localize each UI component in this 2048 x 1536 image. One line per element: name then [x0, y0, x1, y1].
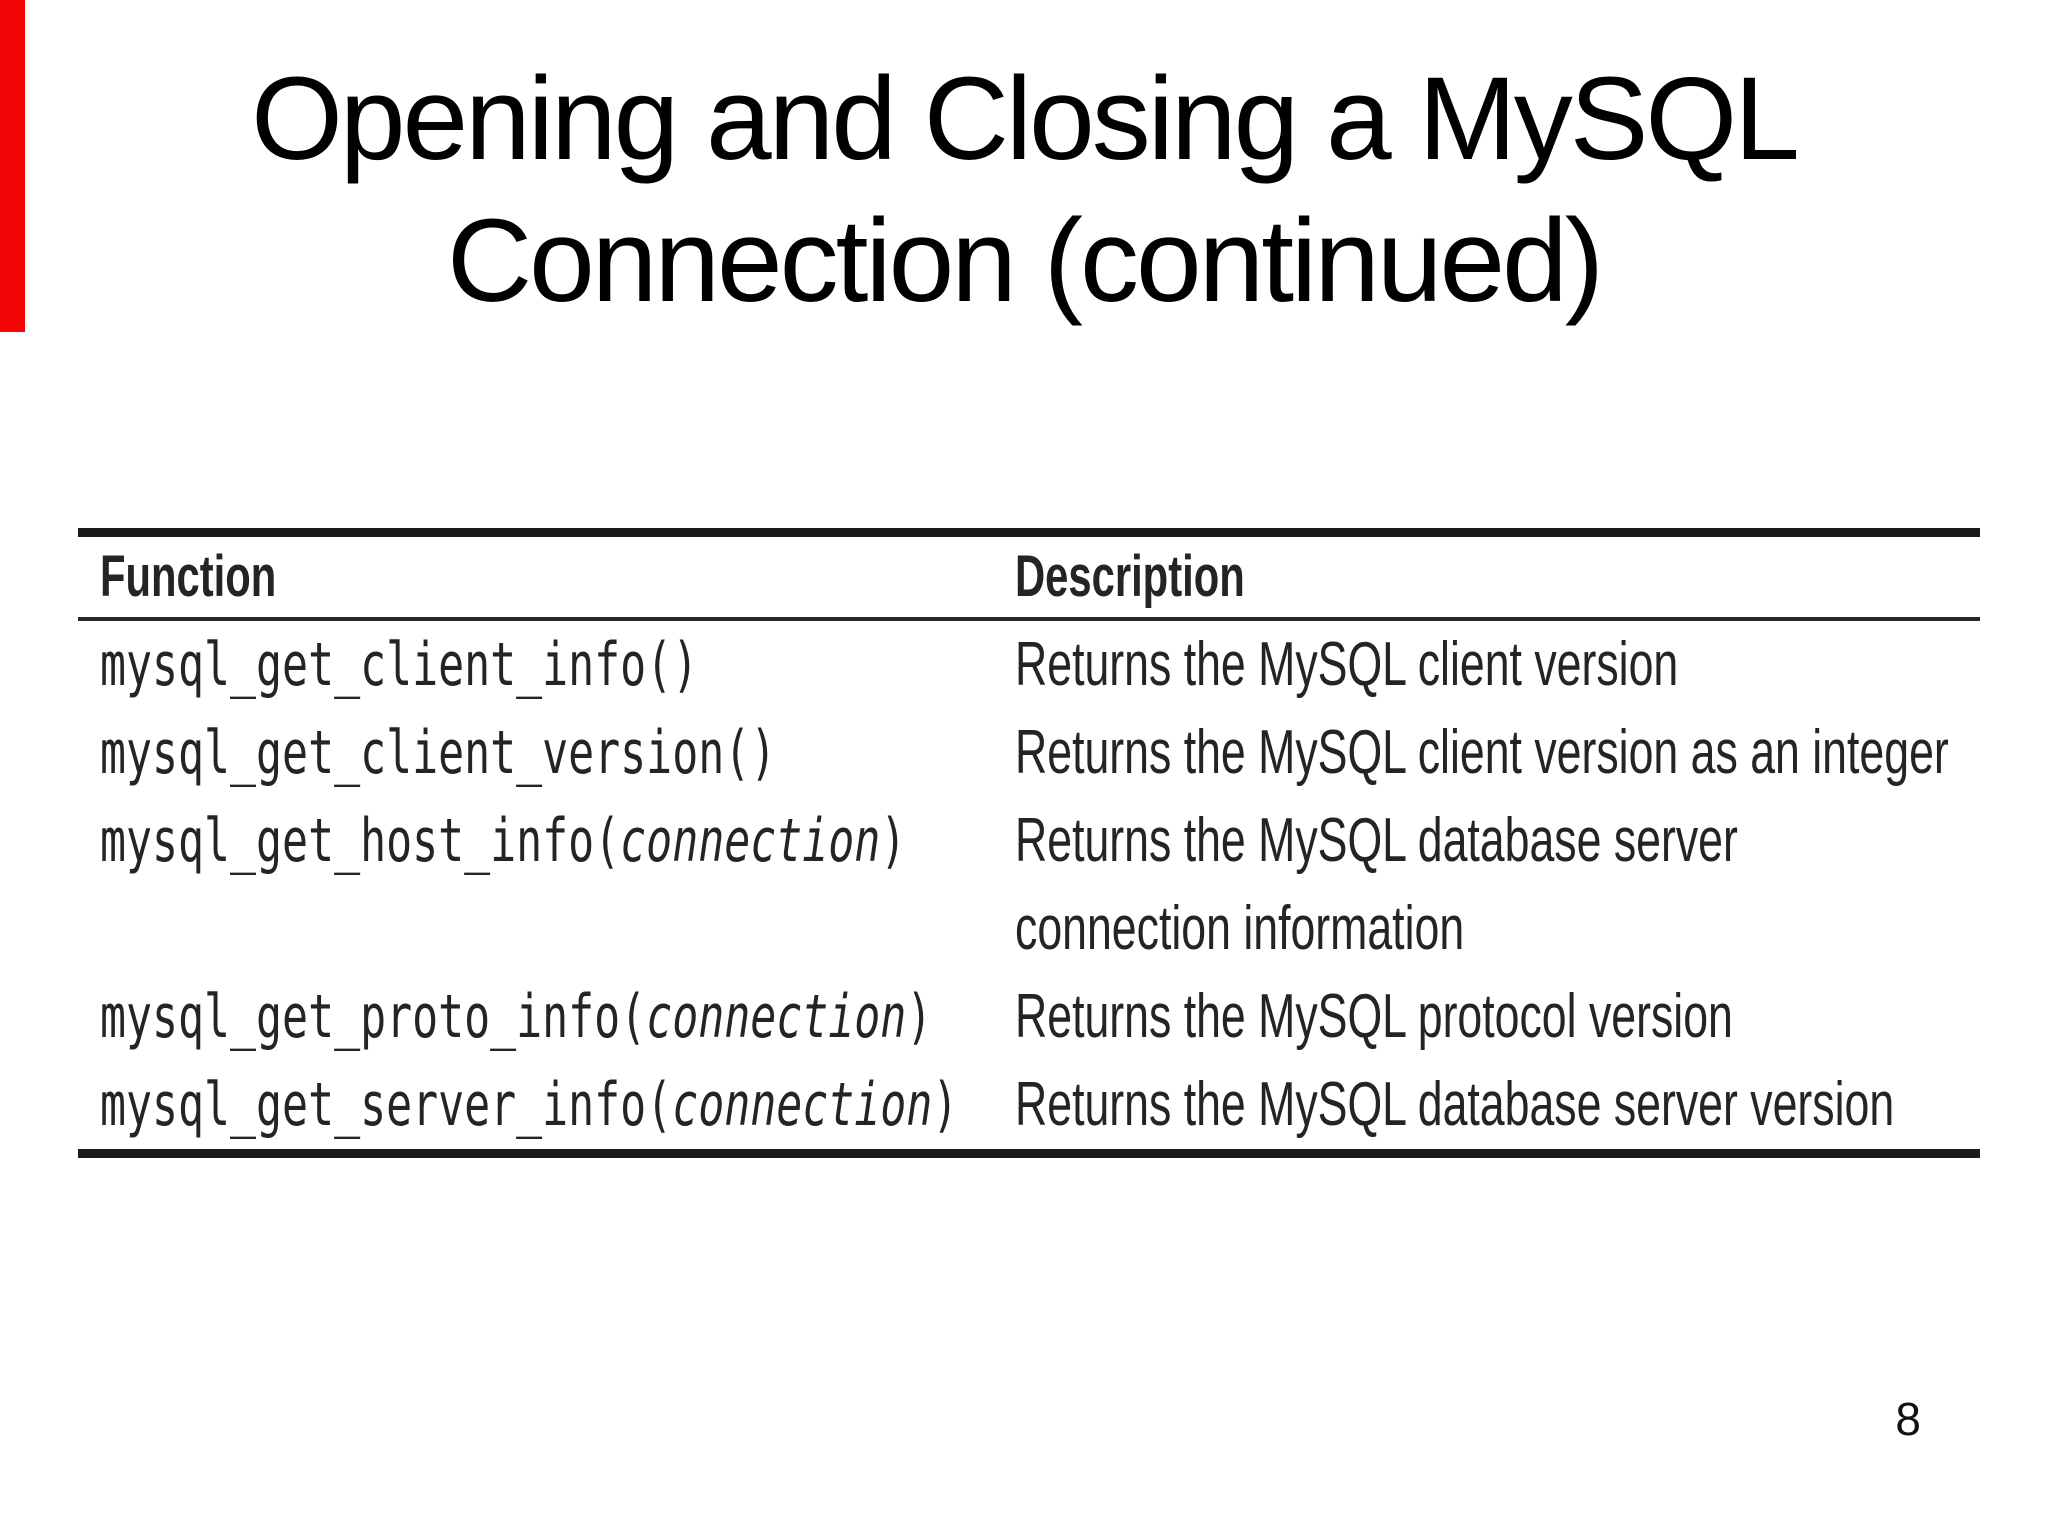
- description-cell: Returns the MySQL client version as an i…: [1015, 709, 2048, 797]
- function-name: mysql_get_client_version(): [100, 709, 776, 797]
- table-header-row: Function Description: [78, 537, 1980, 621]
- table-row: mysql_get_client_version() Returns the M…: [78, 709, 1980, 797]
- functions-table: Function Description mysql_get_client_in…: [78, 528, 1980, 1158]
- function-close-paren: ): [880, 806, 907, 876]
- function-param: connection: [620, 806, 881, 876]
- header-cell-description: Description: [1015, 548, 1980, 606]
- function-description: Returns the MySQL client version as an i…: [1015, 718, 1949, 787]
- table-row: mysql_get_proto_info(connection) Returns…: [78, 973, 1980, 1061]
- description-cell: Returns the MySQL database server connec…: [1015, 797, 2019, 973]
- function-cell: mysql_get_proto_info(connection): [78, 973, 1015, 1061]
- function-name: mysql_get_proto_info(connection): [100, 973, 932, 1061]
- table-body: mysql_get_client_info() Returns the MySQ…: [78, 621, 1980, 1149]
- function-description: Returns the MySQL protocol version: [1015, 982, 1733, 1051]
- description-cell: Returns the MySQL protocol version: [1015, 973, 2012, 1061]
- slide-title: Opening and Closing a MySQL Connection (…: [0, 48, 2048, 332]
- function-name: mysql_get_host_info(connection): [100, 797, 906, 885]
- function-name: mysql_get_client_info(): [100, 621, 698, 709]
- function-close-paren: ): [906, 982, 933, 1052]
- function-param: connection: [646, 982, 907, 1052]
- function-param: connection: [672, 1070, 933, 1140]
- table-row: mysql_get_host_info(connection) Returns …: [78, 797, 1980, 973]
- title-line-2: Connection (continued): [446, 195, 1604, 327]
- column-header-function: Function: [100, 544, 277, 609]
- function-close-paren: ): [932, 1070, 959, 1140]
- header-cell-function: Function: [78, 548, 1015, 606]
- title-line-1: Opening and Closing a MySQL: [251, 53, 1800, 185]
- column-header-description: Description: [1015, 544, 1245, 609]
- function-cell: mysql_get_client_version(): [78, 709, 1015, 797]
- function-cell: mysql_get_server_info(connection): [78, 1061, 1015, 1149]
- function-name-text: mysql_get_client_info(): [100, 630, 699, 700]
- function-name: mysql_get_server_info(connection): [100, 1061, 958, 1149]
- table-row: mysql_get_client_info() Returns the MySQ…: [78, 621, 1980, 709]
- description-cell: Returns the MySQL database server versio…: [1015, 1061, 2048, 1149]
- page-number: 8: [1895, 1393, 1921, 1445]
- function-description: Returns the MySQL database server versio…: [1015, 1070, 1895, 1139]
- function-cell: mysql_get_client_info(): [78, 621, 1015, 709]
- function-name-text: mysql_get_proto_info(: [100, 982, 647, 1052]
- function-description: Returns the MySQL client version: [1015, 630, 1679, 699]
- function-name-text: mysql_get_server_info(: [100, 1070, 673, 1140]
- red-accent-bar: [0, 0, 25, 332]
- table-row: mysql_get_server_info(connection) Return…: [78, 1061, 1980, 1149]
- function-cell: mysql_get_host_info(connection): [78, 797, 1015, 973]
- function-description: Returns the MySQL database server connec…: [1015, 806, 1738, 963]
- description-cell: Returns the MySQL client version: [1015, 621, 1980, 709]
- function-name-text: mysql_get_host_info(: [100, 806, 621, 876]
- function-name-text: mysql_get_client_version(): [100, 718, 777, 788]
